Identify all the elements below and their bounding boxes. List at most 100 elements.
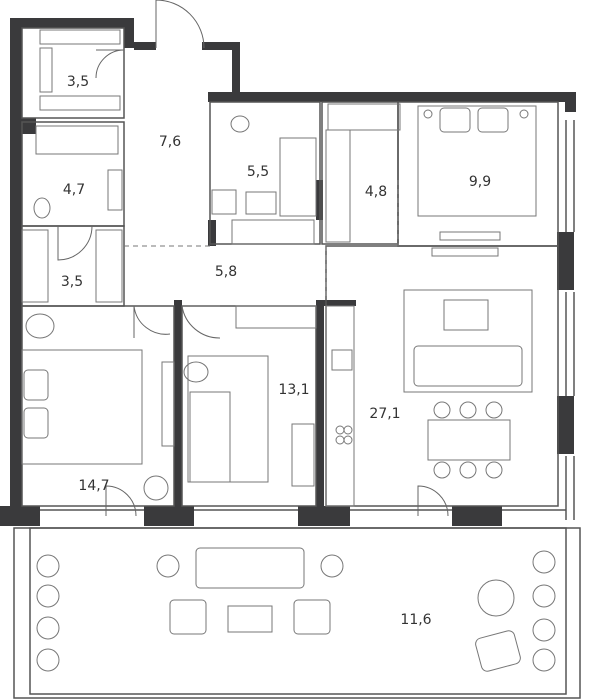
master-pillow-1 <box>23 369 49 401</box>
plant-icon <box>320 554 344 578</box>
room-area-study: 13,1 <box>278 382 310 398</box>
bed-2-icon <box>417 105 537 217</box>
master-pillow-2 <box>23 407 49 439</box>
shelf-storage-2 <box>39 95 121 111</box>
master-chair-icon <box>25 313 55 339</box>
master-outline <box>21 305 175 507</box>
toilet-1-icon <box>33 197 51 219</box>
wall-inner-v1 <box>174 300 182 506</box>
bed-study-icon <box>189 391 231 483</box>
wall-inner-v4 <box>208 220 216 246</box>
plant-icon <box>36 616 60 640</box>
shelf-storage-3 <box>39 47 53 93</box>
plant-icon <box>156 554 180 578</box>
master-dresser <box>161 361 175 447</box>
tv-living <box>431 247 499 257</box>
terrace-inner <box>29 527 567 695</box>
room-area-living-kitchen: 27,1 <box>369 406 401 422</box>
terrace-outline <box>13 527 581 699</box>
toilet-2-icon <box>230 115 250 133</box>
sink-1 <box>107 169 123 211</box>
sink-2 <box>245 191 277 215</box>
wall-left <box>10 18 22 512</box>
thin-walls <box>13 27 581 699</box>
kitchen-sink <box>331 349 353 371</box>
master-bed-icon <box>21 349 143 465</box>
plant-icon <box>532 584 556 608</box>
room-area-master-bedroom: 14,7 <box>78 478 110 494</box>
furniture <box>21 29 537 672</box>
room-area-corridor: 5,8 <box>214 264 238 280</box>
entrance-door-icon <box>155 0 205 49</box>
plant-icon <box>36 584 60 608</box>
wall-right-pier-1 <box>557 232 574 290</box>
wardrobe-1b <box>95 229 123 303</box>
shelf-storage-1 <box>39 29 121 45</box>
lamp-2b-icon <box>519 109 529 119</box>
wall-bottom-pier-3 <box>452 506 502 526</box>
hob-2-icon <box>343 425 353 435</box>
pillow-2b <box>477 107 509 133</box>
wall-bottom-left <box>0 506 40 526</box>
room-area-bathroom-1: 4,7 <box>62 182 86 198</box>
shelf-wardrobe2 <box>327 103 401 131</box>
sofa-icon <box>413 345 523 387</box>
bath1-door-icon <box>57 225 93 261</box>
dashed-zones <box>124 180 399 300</box>
balcony-door-2-icon <box>417 485 449 517</box>
hob-3-icon <box>335 435 345 445</box>
wall-right-pier-2 <box>557 396 574 454</box>
living-outline <box>325 245 559 507</box>
dining-chair-5-icon <box>459 461 477 479</box>
terrace-chair-1-icon <box>169 599 207 635</box>
plants <box>36 550 556 672</box>
coffee-table-icon <box>443 299 489 331</box>
room-area-storage-top: 3,5 <box>66 74 90 90</box>
room-area-terrace: 11,6 <box>400 612 432 628</box>
wardrobe-1a <box>21 229 49 303</box>
room-area-wardrobe-1: 3,5 <box>60 274 84 290</box>
terrace-chair-2-icon <box>293 599 331 635</box>
terrace-table-icon <box>227 605 273 633</box>
study-door-icon <box>181 305 221 339</box>
terrace-round-table-icon <box>477 579 515 617</box>
wall-entrance-right-v <box>232 42 240 100</box>
wall-top-mid <box>208 92 576 102</box>
plant-icon <box>532 550 556 574</box>
shelf-wardrobe2-v <box>325 129 351 243</box>
dining-chair-3-icon <box>485 401 503 419</box>
wall-inner-h1 <box>316 300 356 306</box>
dining-chair-6-icon <box>485 461 503 479</box>
dining-chair-1-icon <box>433 401 451 419</box>
room-area-bedroom-2: 9,9 <box>468 174 492 190</box>
washer-icon <box>211 189 237 215</box>
wall-right-top <box>565 92 576 112</box>
plant-icon <box>36 648 60 672</box>
master-door-icon <box>133 305 171 338</box>
wall-bottom-pier-2 <box>298 506 350 526</box>
tv-bedroom2 <box>439 231 501 241</box>
room-area-hall: 7,6 <box>158 134 182 150</box>
wall-entrance-right <box>202 42 238 50</box>
hob-icon <box>335 425 345 435</box>
wall-inner-v2 <box>316 300 324 506</box>
bathtub-2 <box>279 137 317 217</box>
wardrobe2-outline <box>321 101 399 245</box>
master-chair-2-icon <box>143 475 169 501</box>
wardrobe1-outline <box>21 225 125 307</box>
hall-door-icon <box>95 49 125 79</box>
terrace-lounger-icon <box>475 630 521 672</box>
living-rug <box>403 289 533 393</box>
balcony-door-1-icon <box>105 485 137 517</box>
shelf-study <box>235 305 317 329</box>
study-outline <box>181 305 317 507</box>
wall-top-left <box>10 18 134 28</box>
wall-top-stub <box>134 42 156 50</box>
chair-study-icon <box>183 361 209 383</box>
wall-bottom-pier-1 <box>144 506 194 526</box>
dining-chair-4-icon <box>433 461 451 479</box>
storage-outline <box>21 27 125 119</box>
room-area-bathroom-2: 5,5 <box>246 164 270 180</box>
desk-study <box>291 423 315 487</box>
